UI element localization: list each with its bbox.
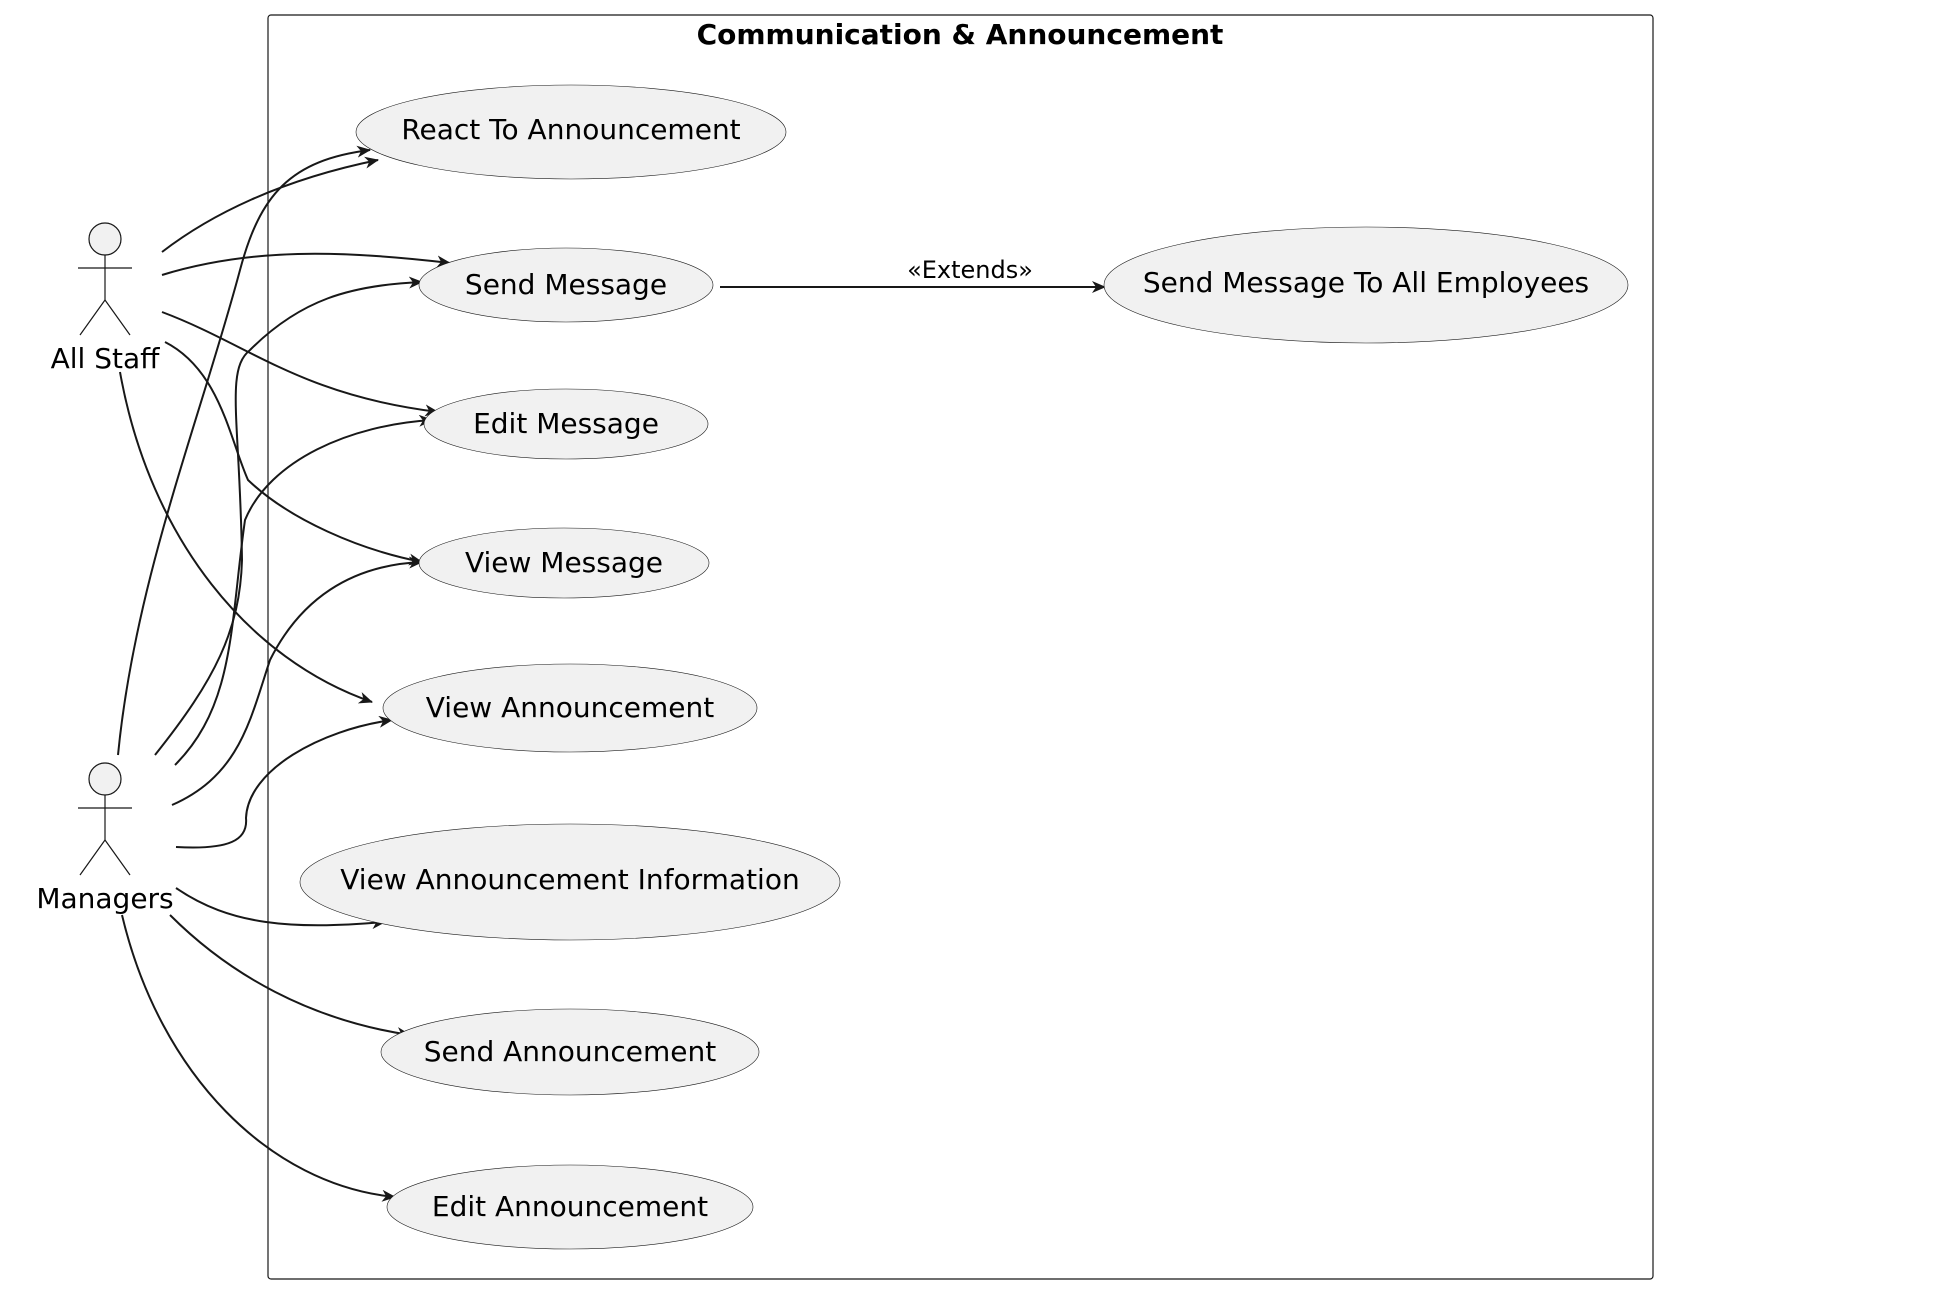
assoc-managers-send-message xyxy=(154,276,423,756)
use-case-edit-announcement: Edit Announcement xyxy=(386,1164,754,1250)
use-case-label: Send Message To All Employees xyxy=(1143,266,1589,299)
actor-head xyxy=(88,222,122,256)
use-case-view-announcement-information: View Announcement Information xyxy=(299,823,841,941)
assoc-managers-view-announcement xyxy=(175,715,393,849)
use-case-label: View Message xyxy=(465,546,663,579)
actor-all-staff: All Staff xyxy=(51,222,161,375)
use-case-send-message-to-all-employees: Send Message To All Employees xyxy=(1103,226,1629,344)
use-case-edit-message: Edit Message xyxy=(423,388,709,460)
assoc-managers-view-message xyxy=(171,556,423,806)
assoc-allstaff-view-announcement xyxy=(119,371,373,704)
assoc-managers-edit-announcement xyxy=(121,914,396,1202)
system-boundary xyxy=(267,14,1654,1280)
assoc-allstaff-send-message xyxy=(161,252,451,276)
use-case-label: View Announcement Information xyxy=(340,863,799,896)
use-case-label: Send Announcement xyxy=(424,1035,717,1068)
assoc-managers-send-announcement xyxy=(169,914,411,1040)
actor-leg-right xyxy=(104,299,131,336)
use-case-label: Edit Message xyxy=(473,407,659,440)
use-case-label: React To Announcement xyxy=(401,113,740,146)
use-case-label: View Announcement xyxy=(426,691,714,724)
assoc-allstaff-react xyxy=(161,156,379,253)
actor-label: All Staff xyxy=(51,342,161,375)
assoc-managers-edit-message xyxy=(174,414,433,766)
actor-head xyxy=(88,762,122,796)
use-case-view-message: View Message xyxy=(418,527,710,599)
use-case-react-to-announcement: React To Announcement xyxy=(355,84,787,180)
assoc-allstaff-edit-message xyxy=(161,311,439,417)
actor-leg-left xyxy=(79,299,106,336)
assoc-managers-view-ann-info xyxy=(175,887,386,930)
assoc-managers-react xyxy=(117,145,371,756)
actor-leg-right xyxy=(104,839,131,876)
use-case-send-announcement: Send Announcement xyxy=(380,1008,760,1096)
assoc-allstaff-view-message xyxy=(164,341,423,566)
system-title: Communication & Announcement xyxy=(697,18,1224,51)
actor-label: Managers xyxy=(36,882,173,915)
extends-label: «Extends» xyxy=(907,256,1033,284)
actor-leg-left xyxy=(79,839,106,876)
use-case-label: Edit Announcement xyxy=(432,1190,708,1223)
use-case-view-announcement: View Announcement xyxy=(382,663,758,753)
actor-managers: Managers xyxy=(36,762,174,915)
use-case-label: Send Message xyxy=(465,268,667,301)
use-case-send-message: Send Message xyxy=(418,247,714,323)
